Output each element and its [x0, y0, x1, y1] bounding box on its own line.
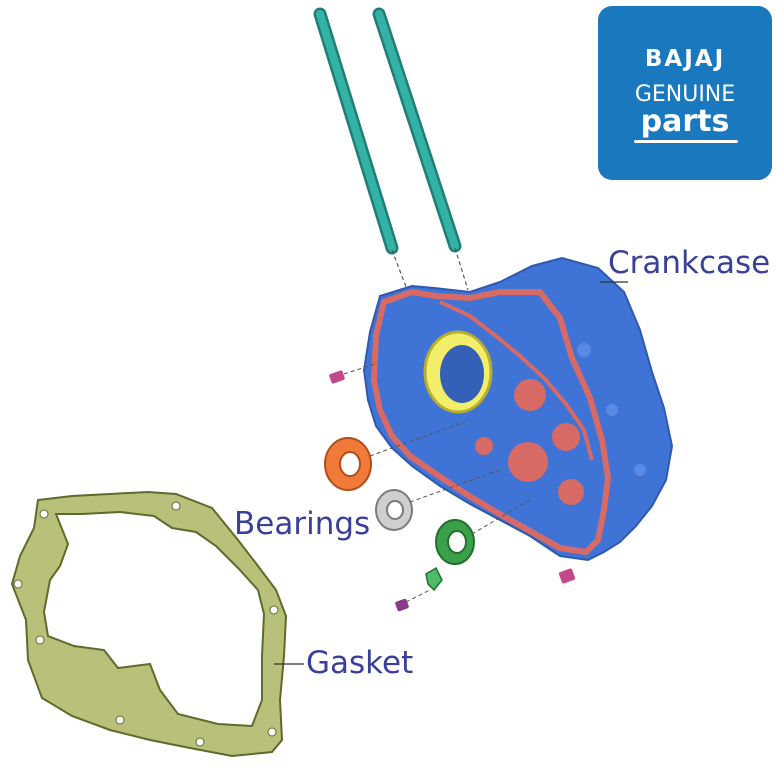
gasket-hole-8: [172, 502, 180, 510]
bolt-bottom-right: [558, 568, 575, 584]
gasket-hole-5: [196, 738, 204, 746]
gasket-hole-7: [270, 606, 278, 614]
label-bearings: Bearings: [234, 509, 370, 540]
crankcase-hole-3: [508, 442, 548, 482]
crankcase-boss-3: [634, 464, 646, 476]
crankcase-hole-5: [475, 437, 493, 455]
logo-swoosh: [634, 140, 738, 143]
logo-parts: parts: [598, 104, 772, 139]
crankcase-hole-4: [558, 479, 584, 505]
clip-green: [426, 568, 442, 590]
bajaj-genuine-parts-logo: BAJAJ GENUINE parts: [598, 6, 772, 180]
crankcase-boss-2: [606, 404, 618, 416]
main-bearing-bore: [440, 345, 484, 403]
bolt-bottom: [395, 590, 430, 612]
label-gasket: Gasket: [306, 648, 413, 679]
gasket-hole-6: [268, 728, 276, 736]
gasket-hole-3: [36, 636, 44, 644]
gasket-hole-4: [116, 716, 124, 724]
gasket-hole-1: [40, 510, 48, 518]
crankcase-hole-1: [514, 379, 546, 411]
crankcase-boss-1: [577, 343, 591, 357]
gasket-hole-2: [14, 580, 22, 588]
label-crankcase: Crankcase: [608, 248, 770, 279]
crankcase-hole-2: [552, 423, 580, 451]
studs: [320, 14, 468, 292]
logo-brand: BAJAJ: [598, 46, 772, 72]
